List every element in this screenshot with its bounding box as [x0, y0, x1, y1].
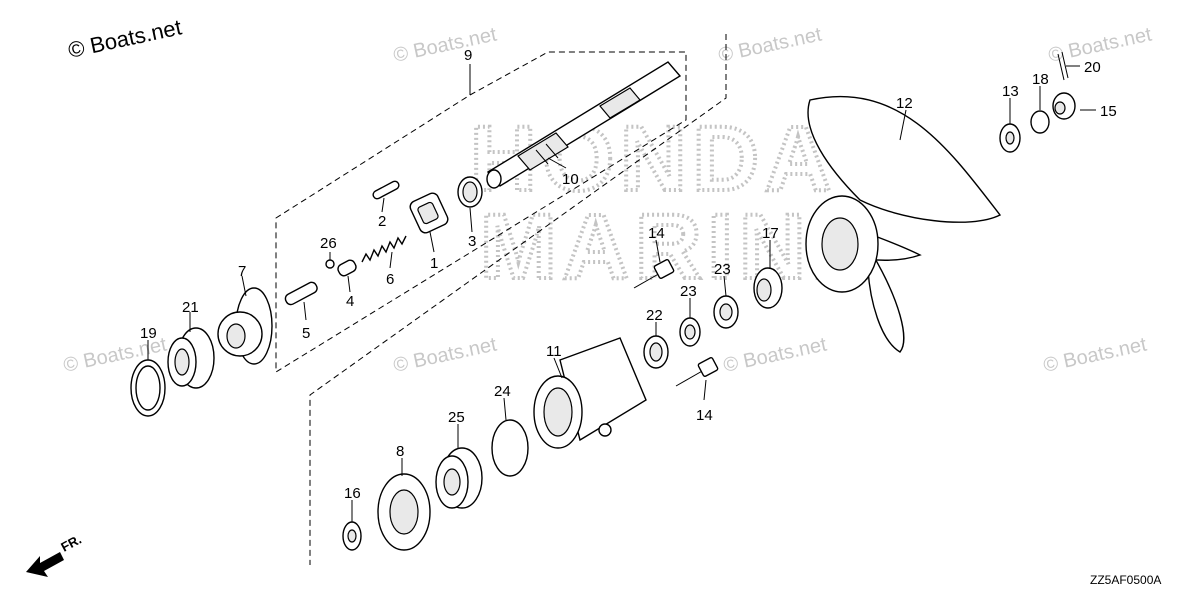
callout-11: 11: [546, 343, 562, 360]
reverse-gear: [217, 287, 273, 365]
callout-9: 9: [464, 47, 472, 64]
needle-bearing: [643, 335, 669, 369]
group-frame-upper: [275, 51, 687, 373]
front-direction-indicator: FR.: [26, 532, 84, 577]
callout-18: 18: [1032, 71, 1049, 88]
callout-20: 20: [1084, 59, 1101, 76]
callout-24: 24: [494, 383, 511, 400]
oil-seal-upper: [713, 295, 739, 329]
thrust-washer: [342, 521, 362, 551]
callout-1: 1: [430, 255, 438, 272]
spring: [361, 235, 407, 263]
callout-15: 15: [1100, 103, 1117, 120]
washer-18: [1030, 110, 1050, 134]
washer-13: [999, 123, 1021, 153]
callout-23-upper: 23: [714, 261, 731, 278]
thrust-bushing: [753, 267, 783, 309]
pin-part-2: [372, 180, 400, 200]
callout-21: 21: [182, 299, 199, 316]
callout-12: 12: [896, 95, 913, 112]
callout-22: 22: [646, 307, 663, 324]
watermark-tile: © Boats.net: [391, 23, 499, 66]
callout-25: 25: [448, 409, 465, 426]
forward-gear: [377, 473, 431, 551]
shim-19: [130, 359, 166, 417]
callout-6: 6: [386, 271, 394, 288]
callout-8: 8: [396, 443, 404, 460]
cotter-pin: [1057, 51, 1069, 81]
watermark-tile: © Boats.net: [1041, 333, 1149, 376]
propeller: [805, 95, 1002, 353]
leader-lines: [147, 64, 1096, 522]
ball-bearing: [435, 447, 483, 509]
callout-3: 3: [468, 233, 476, 250]
callout-26: 26: [320, 235, 337, 252]
watermark-main: © Boats.net: [66, 14, 184, 62]
callout-23-lower: 23: [680, 283, 697, 300]
callout-13: 13: [1002, 83, 1019, 100]
callout-10: 10: [562, 171, 579, 188]
pin-part-5: [284, 281, 318, 306]
callouts: 9 10 1 2 3 26 4 6 5 7 21 19 11 24 25 8 1…: [140, 47, 1117, 502]
clutch-shifter: [409, 192, 449, 234]
bolt-upper: [633, 259, 675, 289]
callout-5: 5: [302, 325, 310, 342]
watermark-tile: © Boats.net: [391, 333, 499, 376]
callout-19: 19: [140, 325, 157, 342]
callout-2: 2: [378, 213, 386, 230]
bearing-holder: [533, 337, 647, 449]
callout-14-lower: 14: [696, 407, 713, 424]
oil-seal-lower: [679, 317, 701, 347]
front-arrow-icon: [26, 552, 64, 577]
roller-bearing-21: [167, 327, 215, 389]
callout-4: 4: [346, 293, 354, 310]
watermark-tile: © Boats.net: [716, 23, 824, 66]
group-frame-lower: [309, 34, 727, 565]
front-label: FR.: [58, 532, 84, 555]
spring-ring: [457, 176, 483, 208]
callout-7: 7: [238, 263, 246, 280]
castle-nut: [1052, 92, 1076, 120]
propeller-shaft: [486, 61, 682, 189]
callout-14-upper: 14: [648, 225, 665, 242]
o-ring: [491, 419, 529, 477]
diagram-code: ZZ5AF0500A: [1090, 573, 1161, 587]
callout-16: 16: [344, 485, 361, 502]
watermark-tile: © Boats.net: [721, 333, 829, 376]
callout-17: 17: [762, 225, 779, 242]
plunger: [337, 259, 357, 277]
bolt-lower: [675, 357, 719, 387]
steel-ball: [325, 259, 335, 269]
